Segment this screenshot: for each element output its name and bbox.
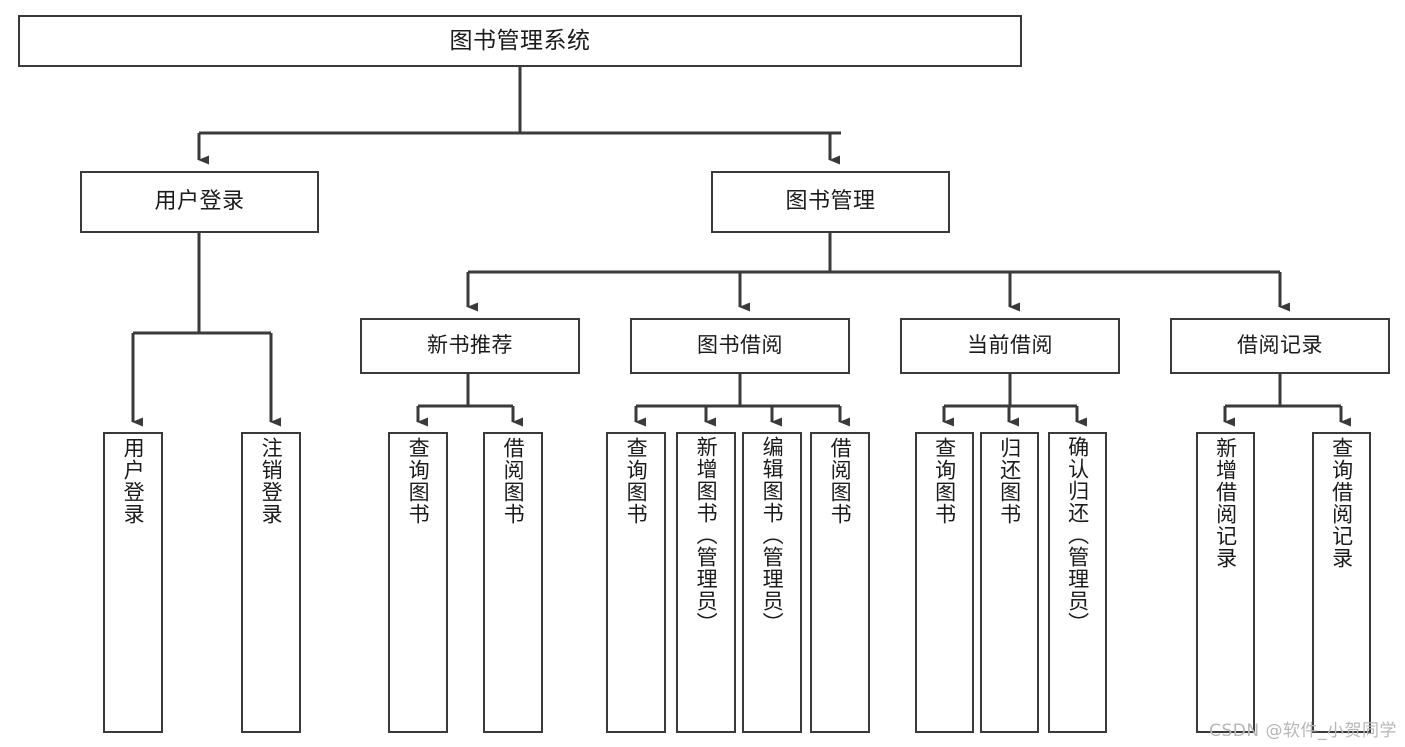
node-book-borrow-label: 图书借阅	[697, 333, 783, 358]
node-leaf-add-record[interactable]: 新增借阅记录	[1196, 432, 1255, 733]
node-leaf-borrow-book-2-label: 借阅图书	[828, 437, 853, 525]
node-book-manage-label: 图书管理	[785, 189, 876, 215]
node-leaf-edit-book[interactable]: 编辑图书（管理员）	[742, 432, 802, 733]
node-book-borrow[interactable]: 图书借阅	[630, 318, 850, 374]
node-leaf-logout[interactable]: 注销登录	[241, 432, 301, 733]
node-new-book-rec-label: 新书推荐	[427, 333, 513, 358]
node-leaf-return-book-label: 归还图书	[997, 437, 1022, 525]
node-new-book-rec[interactable]: 新书推荐	[360, 318, 580, 374]
node-leaf-query-book-3-label: 查询图书	[932, 437, 957, 525]
node-leaf-query-book-2-label: 查询图书	[624, 437, 649, 525]
node-root[interactable]: 图书管理系统	[18, 15, 1022, 67]
node-leaf-add-record-label: 新增借阅记录	[1213, 437, 1238, 569]
node-borrow-record-label: 借阅记录	[1237, 333, 1323, 358]
node-leaf-edit-book-label: 编辑图书（管理员）	[760, 436, 785, 634]
node-user-login[interactable]: 用户登录	[80, 171, 319, 233]
node-leaf-add-book[interactable]: 新增图书（管理员）	[676, 432, 736, 733]
node-leaf-query-book-1[interactable]: 查询图书	[388, 432, 448, 733]
node-root-label: 图书管理系统	[449, 27, 591, 54]
watermark-text: CSDN @软件_小贺同学	[1209, 721, 1397, 741]
node-leaf-add-book-label: 新增图书（管理员）	[694, 436, 719, 634]
node-leaf-borrow-book-2[interactable]: 借阅图书	[810, 432, 870, 733]
node-leaf-query-book-1-label: 查询图书	[406, 437, 431, 525]
node-leaf-query-book-2[interactable]: 查询图书	[606, 432, 666, 733]
node-current-borrow[interactable]: 当前借阅	[900, 318, 1120, 374]
node-leaf-return-book[interactable]: 归还图书	[980, 432, 1039, 733]
node-leaf-query-record-label: 查询借阅记录	[1329, 437, 1354, 569]
node-leaf-logout-label: 注销登录	[259, 437, 284, 525]
node-leaf-user-login-label: 用户登录	[121, 437, 146, 525]
node-book-manage[interactable]: 图书管理	[711, 171, 950, 233]
node-leaf-query-book-3[interactable]: 查询图书	[915, 432, 974, 733]
node-leaf-query-record[interactable]: 查询借阅记录	[1312, 432, 1371, 733]
node-leaf-borrow-book-1-label: 借阅图书	[501, 437, 526, 525]
node-user-login-label: 用户登录	[154, 189, 245, 215]
node-leaf-user-login[interactable]: 用户登录	[103, 432, 163, 733]
node-current-borrow-label: 当前借阅	[967, 333, 1053, 358]
node-borrow-record[interactable]: 借阅记录	[1170, 318, 1390, 374]
node-leaf-confirm-return[interactable]: 确认归还（管理员）	[1048, 432, 1107, 733]
node-leaf-confirm-return-label: 确认归还（管理员）	[1065, 436, 1090, 634]
node-leaf-borrow-book-1[interactable]: 借阅图书	[483, 432, 543, 733]
